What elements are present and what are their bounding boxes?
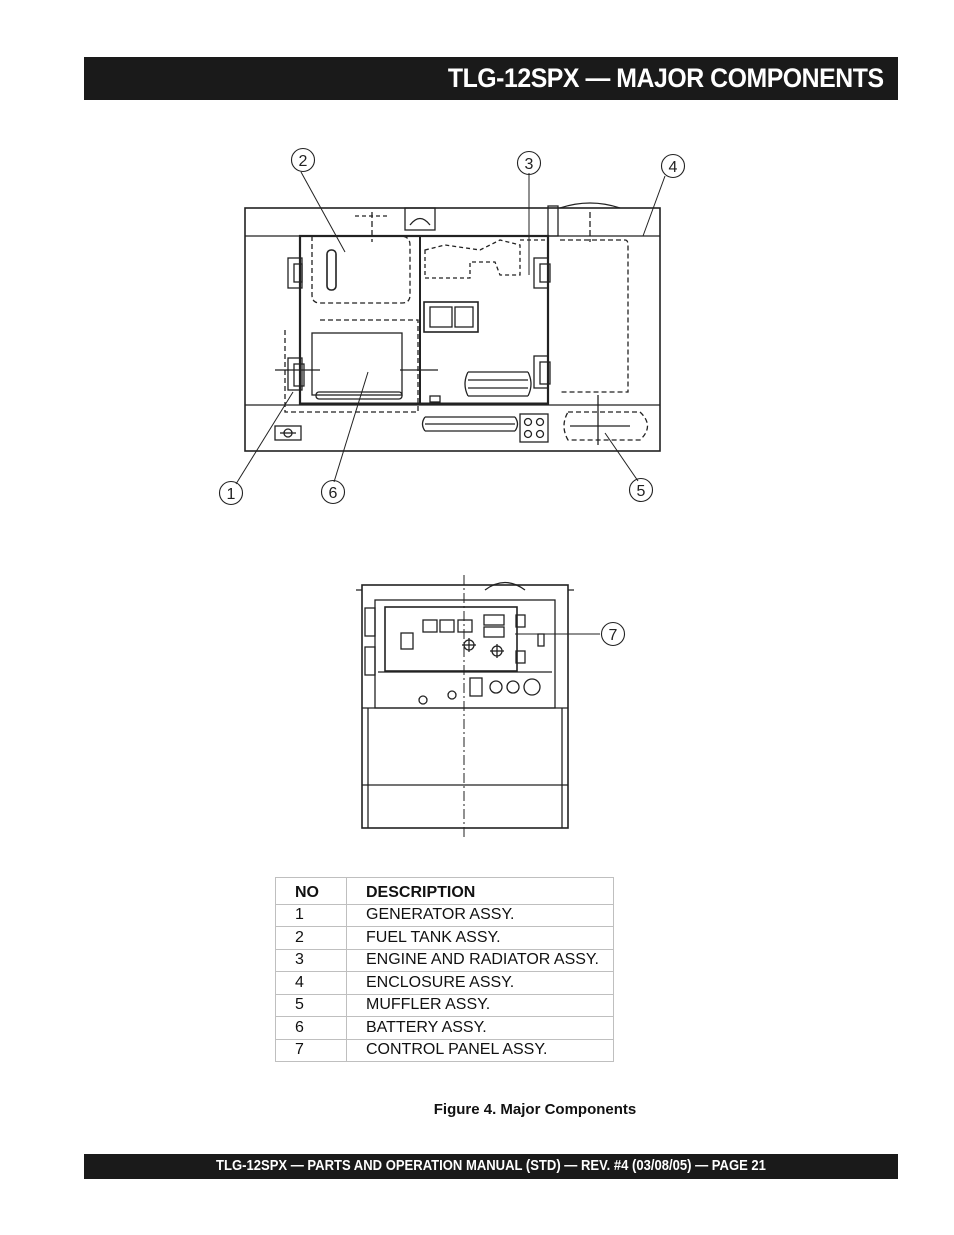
row-number: 5 — [275, 993, 347, 1017]
callout-label: 7 — [609, 627, 618, 644]
row-description: CONTROL PANEL ASSY. — [346, 1038, 614, 1062]
table-row: 7 CONTROL PANEL ASSY. — [275, 1038, 614, 1062]
row-number: 4 — [275, 971, 347, 995]
front-view-drawing — [356, 575, 600, 840]
components-table: NO DESCRIPTION 1 GENERATOR ASSY. 2 FUEL … — [275, 877, 614, 1062]
row-description: ENGINE AND RADIATOR ASSY. — [346, 948, 614, 972]
figure-caption: Figure 4. Major Components — [433, 1101, 637, 1118]
row-description: FUEL TANK ASSY. — [346, 926, 614, 950]
row-description: BATTERY ASSY. — [346, 1016, 614, 1040]
callout-label: 2 — [299, 153, 308, 170]
table-row: 1 GENERATOR ASSY. — [275, 903, 614, 927]
callout-2 — [290, 147, 316, 173]
row-number: 7 — [275, 1038, 347, 1062]
row-description: MUFFLER ASSY. — [346, 993, 614, 1017]
callout-1 — [218, 480, 244, 506]
callout-label: 6 — [329, 485, 338, 502]
page-header-bar: TLG-12SPX — MAJOR COMPONENTS — [84, 57, 898, 100]
callout-label: 4 — [669, 159, 678, 176]
callout-label: 3 — [525, 156, 534, 173]
row-number: 3 — [275, 948, 347, 972]
callout-label: 1 — [227, 486, 236, 503]
row-description: ENCLOSURE ASSY. — [346, 971, 614, 995]
column-header-description: DESCRIPTION — [346, 877, 614, 905]
row-number: 6 — [275, 1016, 347, 1040]
callout-3 — [516, 150, 542, 176]
table-row: 3 ENGINE AND RADIATOR ASSY. — [275, 948, 614, 972]
row-description: GENERATOR ASSY. — [346, 903, 614, 927]
table-row: 6 BATTERY ASSY. — [275, 1016, 614, 1040]
page-title: TLG-12SPX — MAJOR COMPONENTS — [448, 63, 884, 93]
table-header-row: NO DESCRIPTION — [275, 877, 614, 905]
table-row: 2 FUEL TANK ASSY. — [275, 926, 614, 950]
callout-7 — [600, 621, 626, 647]
callout-6 — [320, 479, 346, 505]
callout-5 — [628, 477, 654, 503]
top-view-drawing — [235, 171, 666, 485]
callout-label: 5 — [637, 483, 646, 500]
row-number: 2 — [275, 926, 347, 950]
row-number: 1 — [275, 903, 347, 927]
page-footer-text: TLG-12SPX — PARTS AND OPERATION MANUAL (… — [216, 1158, 766, 1174]
callout-4 — [660, 153, 686, 179]
table-row: 4 ENCLOSURE ASSY. — [275, 971, 614, 995]
table-row: 5 MUFFLER ASSY. — [275, 993, 614, 1017]
column-header-no: NO — [275, 877, 347, 905]
page-footer-bar: TLG-12SPX — PARTS AND OPERATION MANUAL (… — [84, 1154, 898, 1179]
